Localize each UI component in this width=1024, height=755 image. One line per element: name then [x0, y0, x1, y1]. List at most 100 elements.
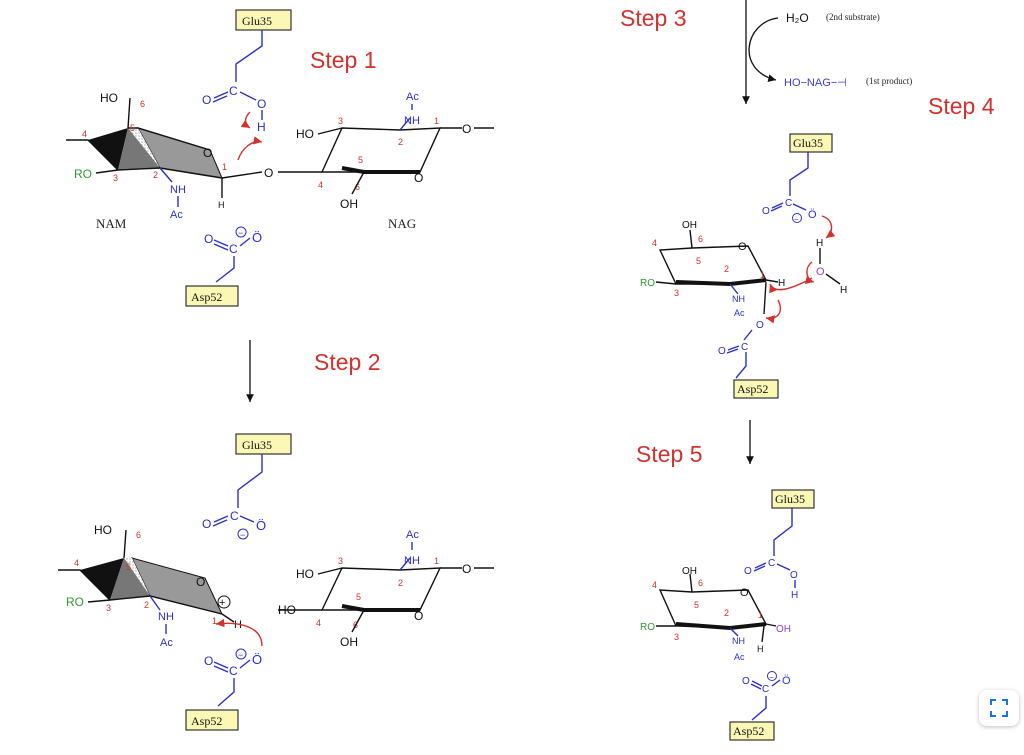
step-2-label: Step 2: [314, 349, 381, 375]
step-5-label: Step 5: [636, 441, 703, 467]
svg-text:2: 2: [724, 264, 729, 274]
svg-text:H: H: [840, 285, 847, 296]
glu35-box-1: Glu35: [242, 14, 272, 28]
svg-text:5: 5: [696, 256, 701, 266]
svg-text:H: H: [816, 238, 823, 249]
panel-step-5: Glu35 C O O H O OH 6 4 3 2 5 1 RO OH H N…: [640, 489, 815, 741]
svg-text:O: O: [756, 320, 764, 331]
svg-text:HO: HO: [296, 567, 314, 581]
svg-text:O: O: [790, 570, 798, 581]
svg-text:2: 2: [153, 170, 158, 180]
svg-text:RO: RO: [74, 167, 92, 181]
nag-label: NAG: [388, 216, 416, 231]
svg-text:2: 2: [398, 578, 403, 588]
nam-label: NAM: [96, 216, 127, 231]
svg-text:4: 4: [74, 558, 79, 568]
svg-text:Ö: Ö: [252, 230, 262, 245]
svg-text:2: 2: [398, 137, 403, 147]
svg-text:O: O: [462, 122, 471, 136]
svg-text:O: O: [742, 676, 750, 687]
svg-text:O: O: [204, 232, 213, 246]
svg-text:O: O: [204, 654, 213, 668]
svg-text:1: 1: [222, 162, 227, 172]
svg-text:C: C: [229, 84, 238, 98]
svg-text:C: C: [229, 242, 238, 256]
svg-text:O: O: [762, 206, 770, 217]
svg-text:−: −: [794, 215, 799, 224]
product-note: (1st product): [866, 76, 912, 86]
step-4-label: Step 4: [928, 93, 995, 119]
svg-text:−: −: [238, 228, 243, 238]
svg-text:Ac: Ac: [406, 529, 419, 541]
panel-step-1: Glu35 C O O H HO 6 4 3 2 1 5 O RO NH Ac …: [66, 9, 494, 307]
svg-text:O: O: [718, 346, 726, 357]
svg-text:1: 1: [434, 116, 439, 126]
svg-text:4: 4: [318, 180, 323, 190]
panel-step-4: Glu35 C O Ö − H O H O OH 6 4 3 2 5 1 RO …: [640, 133, 847, 399]
svg-text:5: 5: [126, 562, 131, 572]
svg-text:O: O: [462, 562, 471, 576]
svg-text:3: 3: [674, 632, 679, 642]
expand-button[interactable]: [979, 690, 1019, 726]
svg-text:4: 4: [652, 238, 657, 248]
svg-text:O: O: [203, 146, 212, 160]
svg-text:OH: OH: [776, 624, 791, 635]
svg-text:3: 3: [338, 556, 343, 566]
svg-text:1: 1: [760, 270, 765, 280]
svg-text:O: O: [264, 166, 273, 180]
glu35-box-4: Glu35: [793, 136, 823, 150]
svg-text:1: 1: [212, 616, 217, 626]
svg-text:C: C: [762, 684, 769, 695]
glu35-box-5: Glu35: [775, 492, 805, 506]
svg-text:Ö: Ö: [808, 209, 817, 221]
svg-text:4: 4: [652, 580, 657, 590]
svg-text:Ac: Ac: [160, 637, 173, 649]
svg-text:3: 3: [113, 173, 118, 183]
svg-text:C: C: [229, 664, 238, 678]
svg-text:6: 6: [140, 99, 145, 109]
svg-text:6: 6: [355, 182, 360, 192]
svg-text:3: 3: [106, 603, 111, 613]
svg-text:O: O: [414, 609, 423, 623]
asp52-box-5: Asp52: [733, 724, 764, 738]
svg-text:5: 5: [694, 600, 699, 610]
svg-text:RO: RO: [640, 278, 655, 289]
svg-text:C: C: [230, 509, 239, 523]
svg-text:1: 1: [434, 556, 439, 566]
svg-text:4: 4: [82, 129, 87, 139]
svg-text:O: O: [202, 93, 211, 107]
svg-text:−: −: [238, 650, 243, 660]
svg-text:RO: RO: [640, 622, 655, 633]
svg-text:Ö: Ö: [252, 652, 262, 667]
svg-text:RO: RO: [66, 595, 84, 609]
svg-text:C: C: [785, 198, 792, 209]
svg-text:+: +: [219, 597, 225, 609]
hydrolysis-curved-arrow: [748, 17, 779, 82]
svg-text:Ac: Ac: [406, 91, 419, 103]
water-label: H₂O: [786, 11, 809, 25]
svg-text:O: O: [202, 517, 211, 531]
expand-icon: [990, 699, 1008, 717]
svg-text:OH: OH: [682, 566, 697, 577]
asp52-box-2: Asp52: [191, 714, 222, 728]
svg-text:O: O: [816, 266, 825, 278]
svg-text:HO: HO: [296, 127, 314, 141]
svg-text:NH: NH: [170, 184, 186, 196]
svg-text:6: 6: [698, 578, 703, 588]
svg-text:HO: HO: [100, 91, 118, 105]
svg-text:OH: OH: [340, 635, 358, 649]
svg-text:Ac: Ac: [170, 209, 183, 221]
svg-text:O: O: [196, 575, 205, 589]
svg-text:NH: NH: [732, 294, 745, 304]
svg-text:6: 6: [698, 234, 703, 244]
svg-text:H: H: [257, 120, 266, 134]
svg-text:C: C: [741, 342, 748, 353]
svg-text:6: 6: [136, 530, 141, 540]
product-label: HO−NAG−⊣: [784, 77, 847, 89]
svg-text:4: 4: [316, 618, 321, 628]
svg-text:3: 3: [338, 116, 343, 126]
svg-text:5: 5: [356, 592, 361, 602]
svg-text:HO: HO: [94, 523, 112, 537]
glu35-box-2: Glu35: [242, 438, 272, 452]
